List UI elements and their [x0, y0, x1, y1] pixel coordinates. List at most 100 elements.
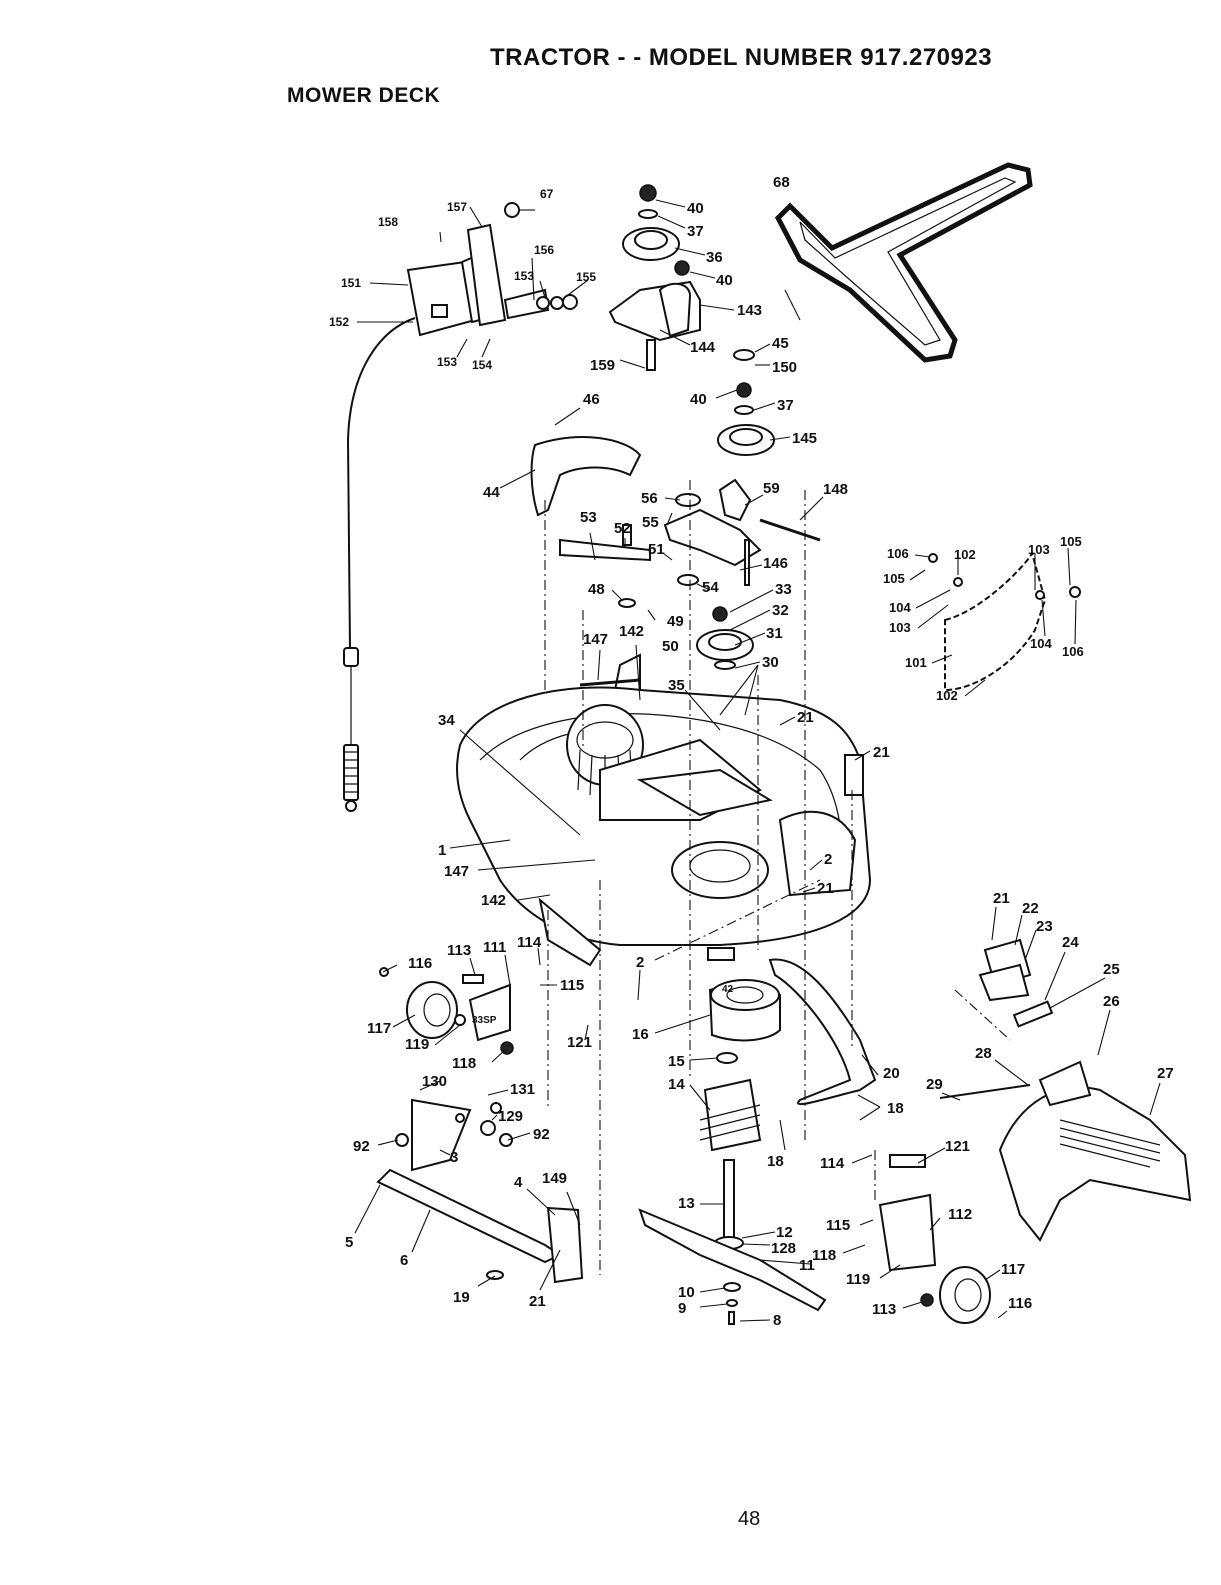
callout-118-right: 118	[812, 1247, 836, 1264]
callout-19: 19	[453, 1289, 470, 1306]
callout-155: 155	[576, 270, 596, 284]
callout-16: 16	[632, 1026, 649, 1043]
callout-30: 30	[762, 654, 779, 671]
discharge-chute	[939, 938, 1192, 1242]
callout-68: 68	[773, 174, 790, 191]
mulch-cover	[928, 549, 1081, 692]
callout-labels: 158 157 67 156 153 155 151 152 153 154 4…	[329, 174, 1174, 1329]
page-title: TRACTOR - - MODEL NUMBER 917.270923	[490, 44, 993, 71]
gauge-wheel-left	[379, 967, 514, 1055]
callout-29: 29	[926, 1076, 943, 1093]
callout-56: 56	[641, 490, 658, 507]
callout-37-a: 37	[687, 223, 704, 240]
callout-111: 111	[483, 939, 506, 956]
callout-158: 158	[378, 215, 398, 229]
callout-2-b: 2	[636, 954, 644, 971]
callout-59: 59	[763, 480, 780, 497]
callout-102-top: 102	[954, 547, 976, 562]
callout-26: 26	[1103, 993, 1120, 1010]
callout-21-b: 21	[873, 744, 890, 761]
callout-53: 53	[580, 509, 597, 526]
callout-18-a: 18	[767, 1153, 784, 1170]
wheel-bracket-decal: 33SP	[472, 1015, 497, 1026]
callout-14: 14	[668, 1076, 685, 1093]
callout-36: 36	[706, 249, 723, 266]
callout-149: 149	[542, 1170, 567, 1187]
callout-21-a: 21	[797, 709, 814, 726]
callout-147-top: 147	[583, 631, 608, 648]
callout-103-top: 103	[1028, 542, 1050, 557]
callout-117-right: 117	[1001, 1261, 1025, 1278]
callout-18-b: 18	[887, 1100, 904, 1117]
callout-152: 152	[329, 315, 349, 329]
callout-104-left: 104	[889, 600, 911, 615]
callout-157: 157	[447, 200, 467, 214]
page-number: 48	[738, 1508, 761, 1530]
callout-113-left: 113	[447, 942, 471, 959]
callout-21-d: 21	[529, 1293, 546, 1310]
callout-112: 112	[948, 1206, 972, 1223]
callout-145: 145	[792, 430, 817, 447]
callout-45: 45	[772, 335, 789, 352]
callout-40-b: 40	[716, 272, 733, 289]
callout-23: 23	[1036, 918, 1053, 935]
callout-24: 24	[1062, 934, 1079, 951]
callout-115-right: 115	[826, 1217, 850, 1234]
belt-cover	[530, 436, 642, 517]
callout-46: 46	[583, 391, 600, 408]
callout-10: 10	[678, 1284, 695, 1301]
callout-22: 22	[1022, 900, 1039, 917]
callout-54: 54	[702, 579, 719, 596]
callout-142-top: 142	[619, 623, 644, 640]
callout-119-right: 119	[846, 1271, 870, 1288]
callout-20: 20	[883, 1065, 900, 1082]
callout-21-c: 21	[817, 880, 834, 897]
callout-40-a: 40	[687, 200, 704, 217]
callout-153-top: 153	[514, 269, 534, 283]
callout-151: 151	[341, 276, 361, 290]
drive-belt	[774, 162, 1033, 363]
callout-153-bottom: 153	[437, 355, 457, 369]
callout-129: 129	[498, 1108, 523, 1125]
callout-44: 44	[483, 484, 500, 501]
callout-4: 4	[514, 1174, 523, 1191]
section-title: MOWER DECK	[287, 84, 441, 107]
callout-116-right: 116	[1008, 1295, 1032, 1312]
callout-128: 128	[771, 1240, 796, 1257]
callout-3: 3	[450, 1149, 458, 1166]
callout-6: 6	[400, 1252, 408, 1269]
callout-103-left: 103	[889, 620, 911, 635]
callout-144: 144	[690, 339, 716, 356]
callout-67: 67	[540, 187, 554, 201]
callout-33: 33	[775, 581, 792, 598]
callout-148: 148	[823, 481, 848, 498]
callout-50: 50	[662, 638, 679, 655]
callout-21-e: 21	[993, 890, 1010, 907]
callout-49: 49	[667, 613, 684, 630]
callout-106-right: 106	[1062, 644, 1084, 659]
callout-28: 28	[975, 1045, 992, 1062]
callout-131: 131	[510, 1081, 535, 1098]
callout-115-left: 115	[560, 977, 584, 994]
callout-114-right: 114	[820, 1155, 845, 1172]
callout-114-left: 114	[517, 934, 542, 951]
callout-leaders	[354, 199, 1161, 1322]
callout-32: 32	[772, 602, 789, 619]
callout-102-bottom: 102	[936, 688, 958, 703]
callout-130: 130	[422, 1073, 447, 1090]
callout-101: 101	[905, 655, 927, 670]
callout-9: 9	[678, 1300, 686, 1317]
callout-27: 27	[1157, 1065, 1174, 1082]
callout-13: 13	[678, 1195, 695, 1212]
callout-8: 8	[773, 1312, 781, 1329]
callout-156: 156	[534, 243, 554, 257]
deck-lift-cable	[343, 317, 416, 812]
callout-5: 5	[345, 1234, 353, 1251]
callout-116-left: 116	[408, 955, 432, 972]
callout-1: 1	[438, 842, 446, 859]
callout-119-left: 119	[405, 1036, 429, 1053]
callout-159: 159	[590, 357, 615, 374]
callout-113-right: 113	[872, 1301, 896, 1318]
callout-11: 11	[799, 1257, 815, 1274]
